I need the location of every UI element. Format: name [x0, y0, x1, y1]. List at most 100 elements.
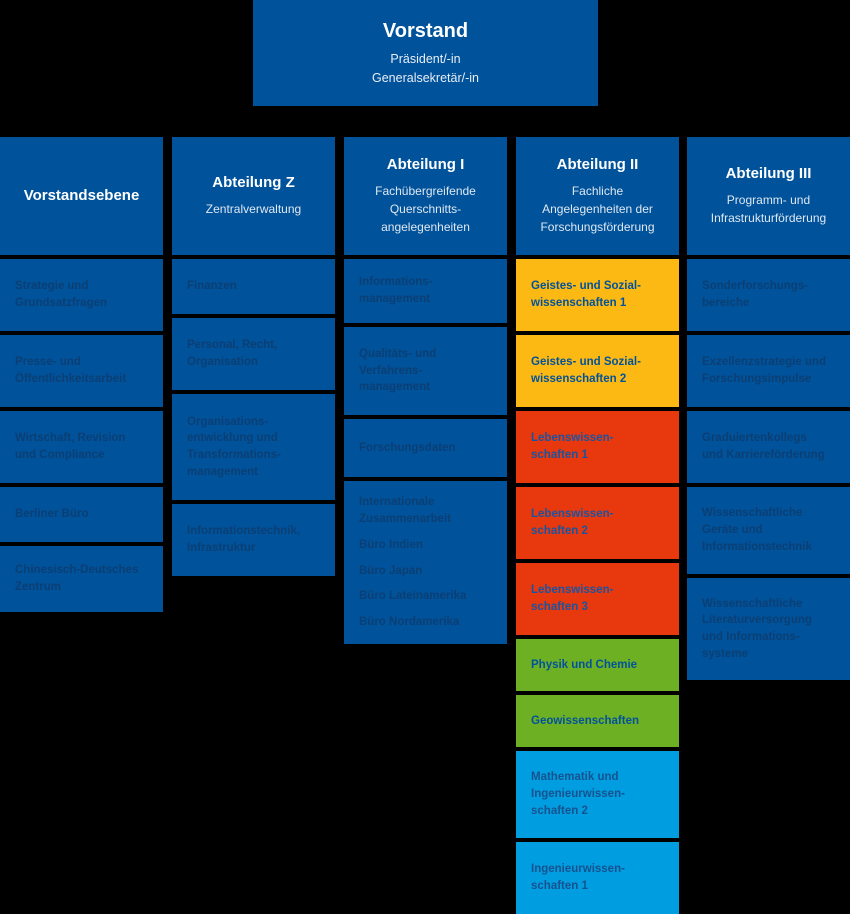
- org-unit-physik-und-chemie[interactable]: Physik und Chemie: [516, 639, 679, 691]
- board-subtitle-line: Generalsekretär/-in: [372, 70, 479, 85]
- org-unit-label-line: Wirtschaft, Revision: [15, 432, 126, 445]
- org-unit-label-line: Geräte und: [702, 524, 763, 537]
- org-unit-label-line: Exzellenzstrategie und: [702, 356, 826, 369]
- org-unit-label-line: Zentrum: [15, 581, 61, 593]
- org-unit-label-line: Wissenschaftliche: [702, 597, 803, 610]
- column-header-title: Abteilung III: [725, 164, 812, 182]
- board-title: Vorstand: [382, 20, 469, 43]
- org-unit-label-line: Mathematik und: [531, 771, 619, 784]
- org-unit-label-line: Infrastruktur: [187, 542, 256, 554]
- org-unit-informations-management[interactable]: Informations-management: [344, 259, 507, 323]
- org-unit-label-line: bereiche: [702, 297, 750, 309]
- org-unit-label-line: schaften 2: [531, 525, 588, 537]
- org-unit-label-line: Lebenswissen-: [531, 584, 614, 597]
- column-header-subtitle-line: Angelegenheiten der: [542, 202, 653, 217]
- org-unit-forschungsdaten[interactable]: Forschungsdaten: [344, 419, 507, 477]
- org-unit-sub-item-buro-japan[interactable]: Büro Japan: [359, 564, 423, 577]
- column-header-title: Abteilung Z: [212, 173, 295, 191]
- org-unit-label-line: Geistes- und Sozial-: [531, 356, 641, 369]
- org-unit-lebenswissen-schaften-2[interactable]: Lebenswissen-schaften 2: [516, 487, 679, 559]
- org-unit-label-line: entwicklung und: [187, 432, 278, 445]
- org-unit-label-line: Strategie und: [15, 280, 89, 293]
- org-unit-sub-item-buro-indien[interactable]: Büro Indien: [359, 538, 423, 551]
- org-unit-label-line: management: [359, 381, 430, 394]
- org-unit-label-line: Sonderforschungs-: [702, 280, 809, 293]
- org-unit-label-line: Lebenswissen-: [531, 508, 614, 521]
- column-header-subtitle-line: Fachübergreifende: [375, 184, 476, 199]
- org-unit-label-line: systeme: [702, 647, 749, 660]
- org-unit-sonderforschungs-bereiche[interactable]: Sonderforschungs-bereiche: [687, 259, 850, 331]
- org-unit-label-line: schaften 1: [531, 880, 588, 892]
- org-unit-finanzen[interactable]: Finanzen: [172, 259, 335, 314]
- column-header-abteilung-z[interactable]: Abteilung Z Zentralverwaltung: [172, 137, 335, 255]
- org-unit-lebenswissen-schaften-3[interactable]: Lebenswissen-schaften 3: [516, 563, 679, 635]
- org-unit-label-line: Berliner Büro: [15, 508, 89, 521]
- org-unit-label-line: Organisation: [187, 356, 258, 368]
- org-unit-label-line: Literaturversorgung: [702, 614, 812, 627]
- column-header-vorstandsebene[interactable]: Vorstandsebene: [0, 137, 163, 255]
- org-unit-label-line: Presse- und: [15, 356, 81, 369]
- org-unit-label-line: management: [359, 293, 430, 305]
- org-unit-geowissenschaften[interactable]: Geowissenschaften: [516, 695, 679, 747]
- column-header-subtitle-line: Forschungsförderung: [540, 220, 655, 235]
- org-unit-label-line: Personal, Recht,: [187, 339, 278, 352]
- org-unit-informationstechnik-infrastruktur[interactable]: Informationstechnik, Infrastruktur: [172, 504, 335, 576]
- org-unit-label-line: Internationale: [359, 496, 435, 509]
- org-unit-label-line: schaften 2: [531, 804, 588, 817]
- column-header-subtitle-line: Querschnitts-: [389, 202, 462, 217]
- org-unit-sub-item-buro-lateinamerika[interactable]: Büro Lateinamerika: [359, 590, 467, 603]
- org-unit-label-line: Organisations-: [187, 415, 269, 428]
- org-unit-label-line: Verfahrens-: [359, 364, 423, 377]
- org-unit-personal-recht-organisation[interactable]: Personal, Recht, Organisation: [172, 318, 335, 390]
- org-unit-label-line: Qualitäts- und: [359, 347, 437, 360]
- org-unit-berliner-buro[interactable]: Berliner Büro: [0, 487, 163, 542]
- org-unit-label-line: wissenschaften 2: [531, 373, 627, 385]
- org-unit-ingenieurwissen-schaften-1[interactable]: Ingenieurwissen-schaften 1: [516, 842, 679, 914]
- org-unit-label-line: Wissenschaftliche: [702, 507, 803, 520]
- org-unit-label-line: Geowissenschaften: [531, 714, 640, 727]
- org-unit-label-line: Forschungsimpulse: [702, 373, 812, 385]
- org-unit-label-line: Informationstechnik,: [187, 525, 301, 538]
- column-header-title: Vorstandsebene: [23, 186, 140, 204]
- org-unit-label-line: Informationstechnik: [702, 540, 812, 553]
- org-unit-geistes-und-sozial-wissenschaften-1[interactable]: Geistes- und Sozial-wissenschaften 1: [516, 259, 679, 331]
- org-unit-label-line: management: [187, 465, 258, 478]
- org-unit-lebenswissen-schaften-1[interactable]: Lebenswissen-schaften 1: [516, 411, 679, 483]
- column-header-subtitle-line: Zentralverwaltung: [205, 202, 302, 217]
- org-unit-sub-item-buro-nordamerika[interactable]: Büro Nordamerika: [359, 615, 460, 628]
- org-unit-label-line: Finanzen: [187, 280, 237, 293]
- board-subtitle-line: Präsident/-in: [390, 52, 461, 67]
- org-unit-label-line: schaften 3: [531, 601, 588, 613]
- org-unit-geistes-und-sozial-wissenschaften-2[interactable]: Geistes- und Sozial-wissenschaften 2: [516, 335, 679, 407]
- org-unit-label-line: und Karriereförderung: [702, 449, 825, 461]
- org-unit-label-line: und Informations-: [702, 631, 800, 643]
- column-header-title: Abteilung II: [556, 155, 639, 173]
- column-header-subtitle-line: angelegenheiten: [381, 220, 470, 235]
- org-unit-label-line: Physik und Chemie: [531, 658, 638, 671]
- column-header-subtitle-line: Infrastrukturförderung: [710, 211, 827, 226]
- org-unit-label-line: Informations-: [359, 276, 433, 289]
